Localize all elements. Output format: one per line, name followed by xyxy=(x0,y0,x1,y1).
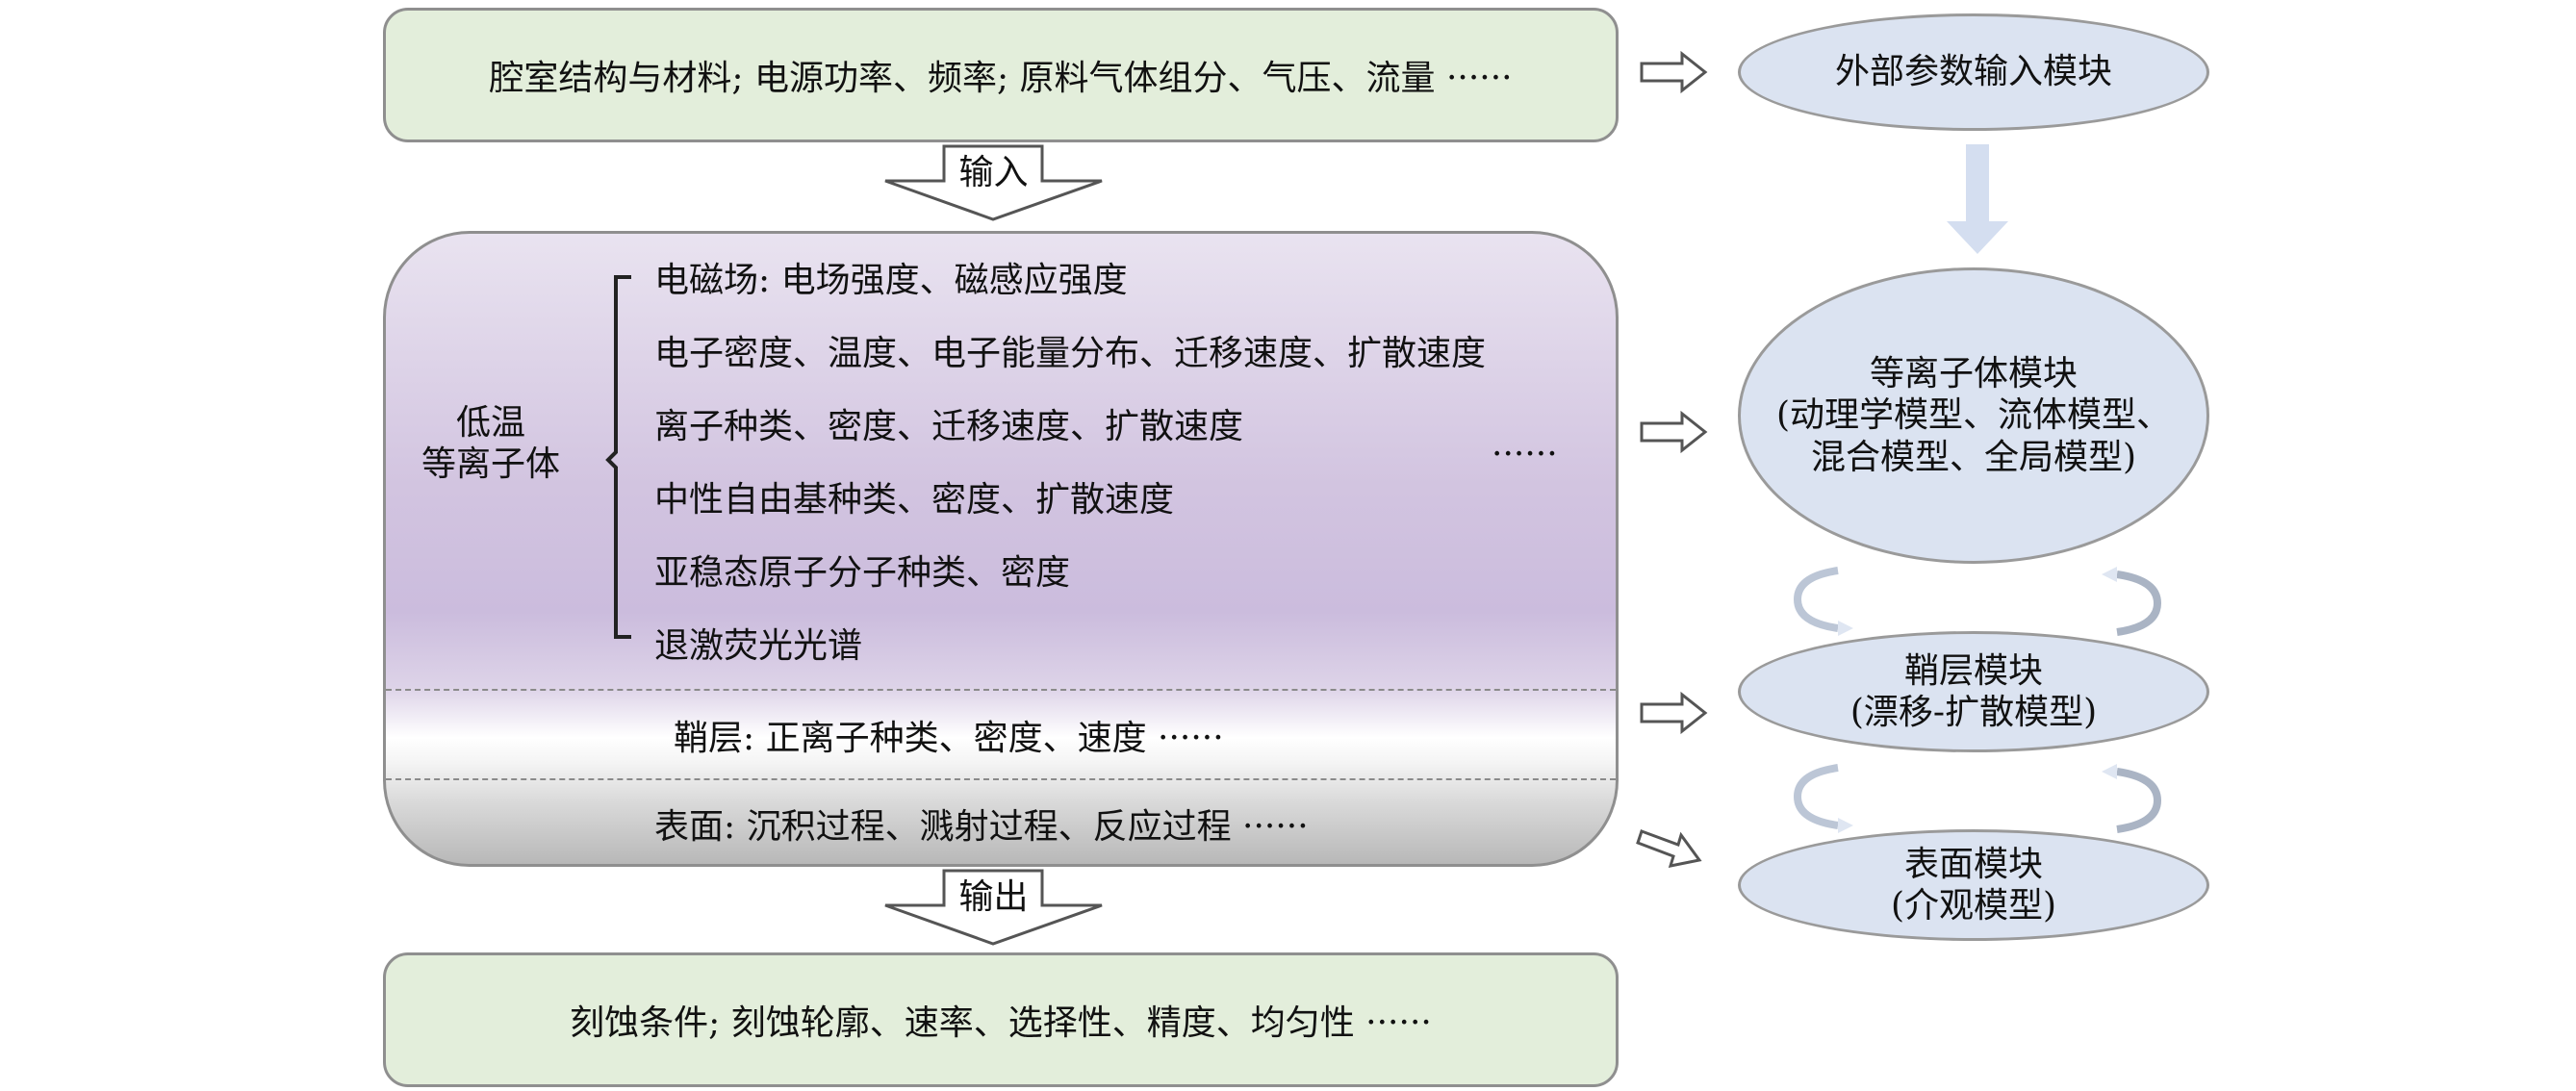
surface-text: 表面: 沉积过程、溅射过程、反应过程 ······ xyxy=(654,807,1309,847)
input-arrow xyxy=(884,144,1103,221)
plasma-box xyxy=(383,231,1619,867)
right-arrow-icon xyxy=(1640,410,1708,454)
module-title: 外部参数输入模块 xyxy=(1834,52,2112,92)
module-subtitle: (介观模型) xyxy=(1890,886,2057,926)
plasma-group-label: 低温 等离子体 xyxy=(404,402,577,485)
sheath-divider xyxy=(386,689,1616,691)
group-label-line1: 低温 xyxy=(455,403,525,443)
output-arrow xyxy=(884,869,1103,946)
cycle-arrows-icon xyxy=(1793,567,2162,636)
module-subtitle: (动理学模型、流体模型、 xyxy=(1775,395,2172,436)
input-parameters-box: 腔室结构与材料; 电源功率、频率; 原料气体组分、气压、流量 ······ xyxy=(383,8,1619,142)
right-arrow-icon xyxy=(1640,50,1708,94)
surface-module: 表面模块 (介观模型) xyxy=(1738,829,2209,941)
input-arrow-label: 输入 xyxy=(958,153,1029,192)
plasma-item: 离子种类、密度、迁移速度、扩散速度 xyxy=(654,407,1244,446)
brace-icon xyxy=(605,275,631,639)
module-title: 等离子体模块 xyxy=(1869,354,2078,394)
plasma-item: 中性自由基种类、密度、扩散速度 xyxy=(654,480,1175,520)
output-arrow-label: 输出 xyxy=(958,877,1029,917)
surface-divider xyxy=(386,778,1616,780)
module-title: 鞘层模块 xyxy=(1903,650,2043,691)
plasma-item: 亚稳态原子分子种类、密度 xyxy=(654,553,1071,593)
module-title: 表面模块 xyxy=(1903,844,2043,884)
module-subtitle: (漂移-扩散模型) xyxy=(1849,693,2098,732)
module-subtitle: 混合模型、全局模型) xyxy=(1810,437,2137,477)
cycle-arrows-icon xyxy=(1793,764,2162,833)
plasma-item: 电磁场: 电场强度、磁感应强度 xyxy=(654,261,1128,300)
plasma-module: 等离子体模块 (动理学模型、流体模型、 混合模型、全局模型) xyxy=(1738,267,2209,564)
external-input-module: 外部参数输入模块 xyxy=(1738,13,2209,131)
output-results-text: 刻蚀条件; 刻蚀轮廓、速率、选择性、精度、均匀性 ······ xyxy=(570,1003,1432,1043)
plasma-ellipsis: ······ xyxy=(1492,435,1558,474)
sheath-text: 鞘层: 正离子种类、密度、速度 ······ xyxy=(674,719,1224,758)
diagonal-arrow-icon xyxy=(1636,829,1702,868)
output-results-box: 刻蚀条件; 刻蚀轮廓、速率、选择性、精度、均匀性 ······ xyxy=(383,952,1619,1087)
plasma-item: 退激荧光光谱 xyxy=(654,626,863,666)
down-arrow-icon xyxy=(1947,144,2008,254)
sheath-module: 鞘层模块 (漂移-扩散模型) xyxy=(1738,631,2209,752)
right-arrow-icon xyxy=(1640,691,1708,735)
input-parameters-text: 腔室结构与材料; 电源功率、频率; 原料气体组分、气压、流量 ······ xyxy=(489,59,1513,98)
plasma-item: 电子密度、温度、电子能量分布、迁移速度、扩散速度 xyxy=(654,334,1487,373)
group-label-line2: 等离子体 xyxy=(421,444,560,485)
